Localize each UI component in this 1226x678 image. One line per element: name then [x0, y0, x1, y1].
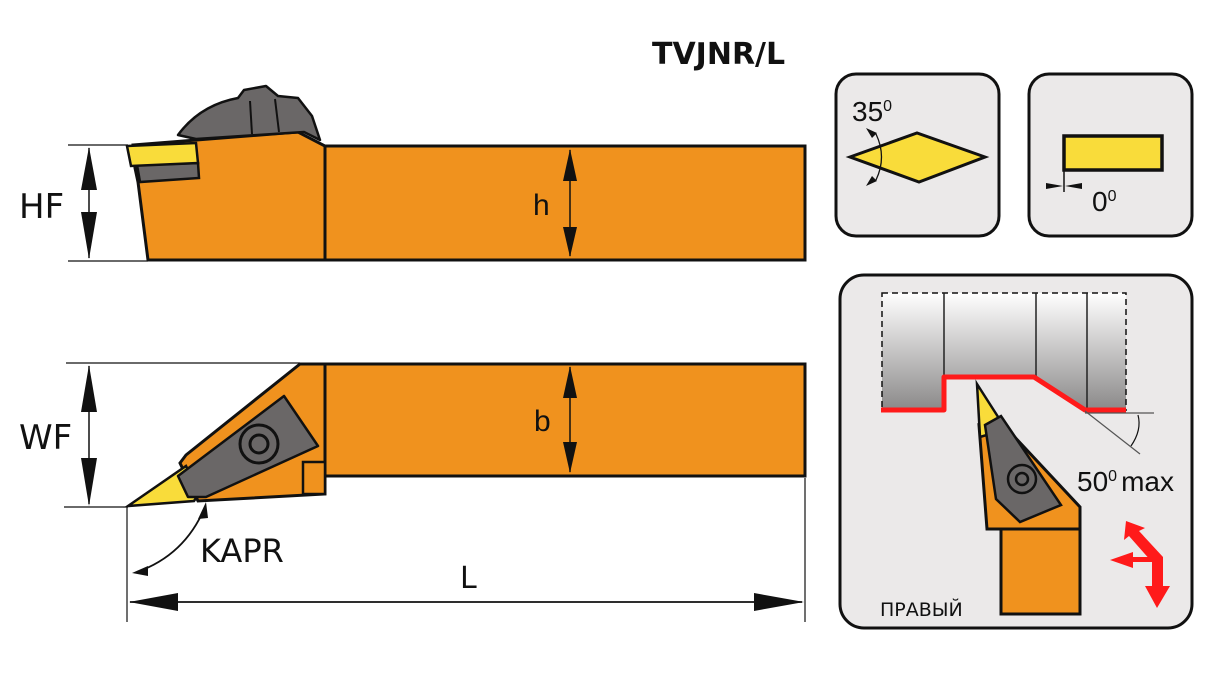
insert-angle-label: 350	[852, 96, 892, 127]
hf-arrow-up	[81, 147, 97, 190]
clamp-screw-inner	[248, 433, 270, 455]
hf-arrow-down	[81, 212, 97, 259]
insert-angle-unit: 0	[883, 98, 892, 115]
side-clamp	[176, 84, 322, 142]
kapr-arc	[136, 506, 206, 573]
h-arrow-down	[563, 227, 577, 257]
profile-mask	[880, 377, 1128, 415]
side-shank	[323, 144, 807, 262]
machined-profile	[881, 374, 1126, 413]
angle-ref-line	[1084, 410, 1141, 455]
clamp-seam	[249, 100, 253, 135]
side-view: HF h	[19, 84, 807, 262]
clearance-angle-unit: 0	[1108, 188, 1117, 205]
diamond-insert-icon	[845, 131, 990, 184]
b-arrow-up	[563, 366, 577, 398]
clearance-arrow-left	[1046, 183, 1063, 189]
side-insert	[125, 141, 200, 168]
b-label: b	[534, 405, 551, 438]
angle-arrow-top	[866, 128, 877, 138]
wf-arrow-down	[81, 458, 97, 506]
b-arrow-down	[563, 442, 577, 473]
insert-shape-card: 350	[834, 72, 1001, 238]
max-angle-unit: 0	[1108, 468, 1117, 485]
angle-arrow-bottom	[866, 176, 877, 186]
l-label: L	[460, 561, 477, 596]
app-tool-shank	[999, 527, 1082, 616]
wf-label: WF	[19, 418, 72, 458]
hf-label: HF	[19, 187, 64, 227]
kapr-arrow-bottom	[132, 566, 148, 576]
angle-arc	[1130, 414, 1140, 447]
l-arrow-left	[129, 593, 178, 611]
insert-angle-value: 35	[852, 96, 883, 127]
clamp-seam	[274, 98, 280, 133]
kapr-label: KAPR	[200, 532, 284, 570]
l-arrow-right	[754, 593, 804, 611]
top-shank	[323, 362, 807, 478]
top-head-block	[301, 460, 327, 496]
wf-arrow-up	[81, 365, 97, 412]
max-angle-value: 50	[1077, 466, 1108, 497]
clearance-angle-value: 0	[1092, 186, 1108, 217]
clearance-insert-icon	[1062, 134, 1164, 172]
h-label: h	[533, 189, 550, 222]
top-view: WF b KAPR L	[19, 362, 807, 622]
hand-label: ПРАВЫЙ	[880, 598, 963, 621]
h-arrow-up	[563, 149, 577, 181]
kapr-arrow-top	[198, 502, 208, 519]
model-title: TVJNR/L	[652, 37, 785, 72]
feed-direction-icon	[1110, 521, 1170, 608]
app-screw-inner	[1014, 471, 1030, 487]
angle-arc	[875, 133, 883, 181]
clearance-arrow-right	[1065, 183, 1082, 189]
clearance-angle-label: 00	[1092, 186, 1117, 217]
clearance-card: 00	[1027, 72, 1194, 238]
max-angle-suffix: max	[1121, 466, 1174, 497]
